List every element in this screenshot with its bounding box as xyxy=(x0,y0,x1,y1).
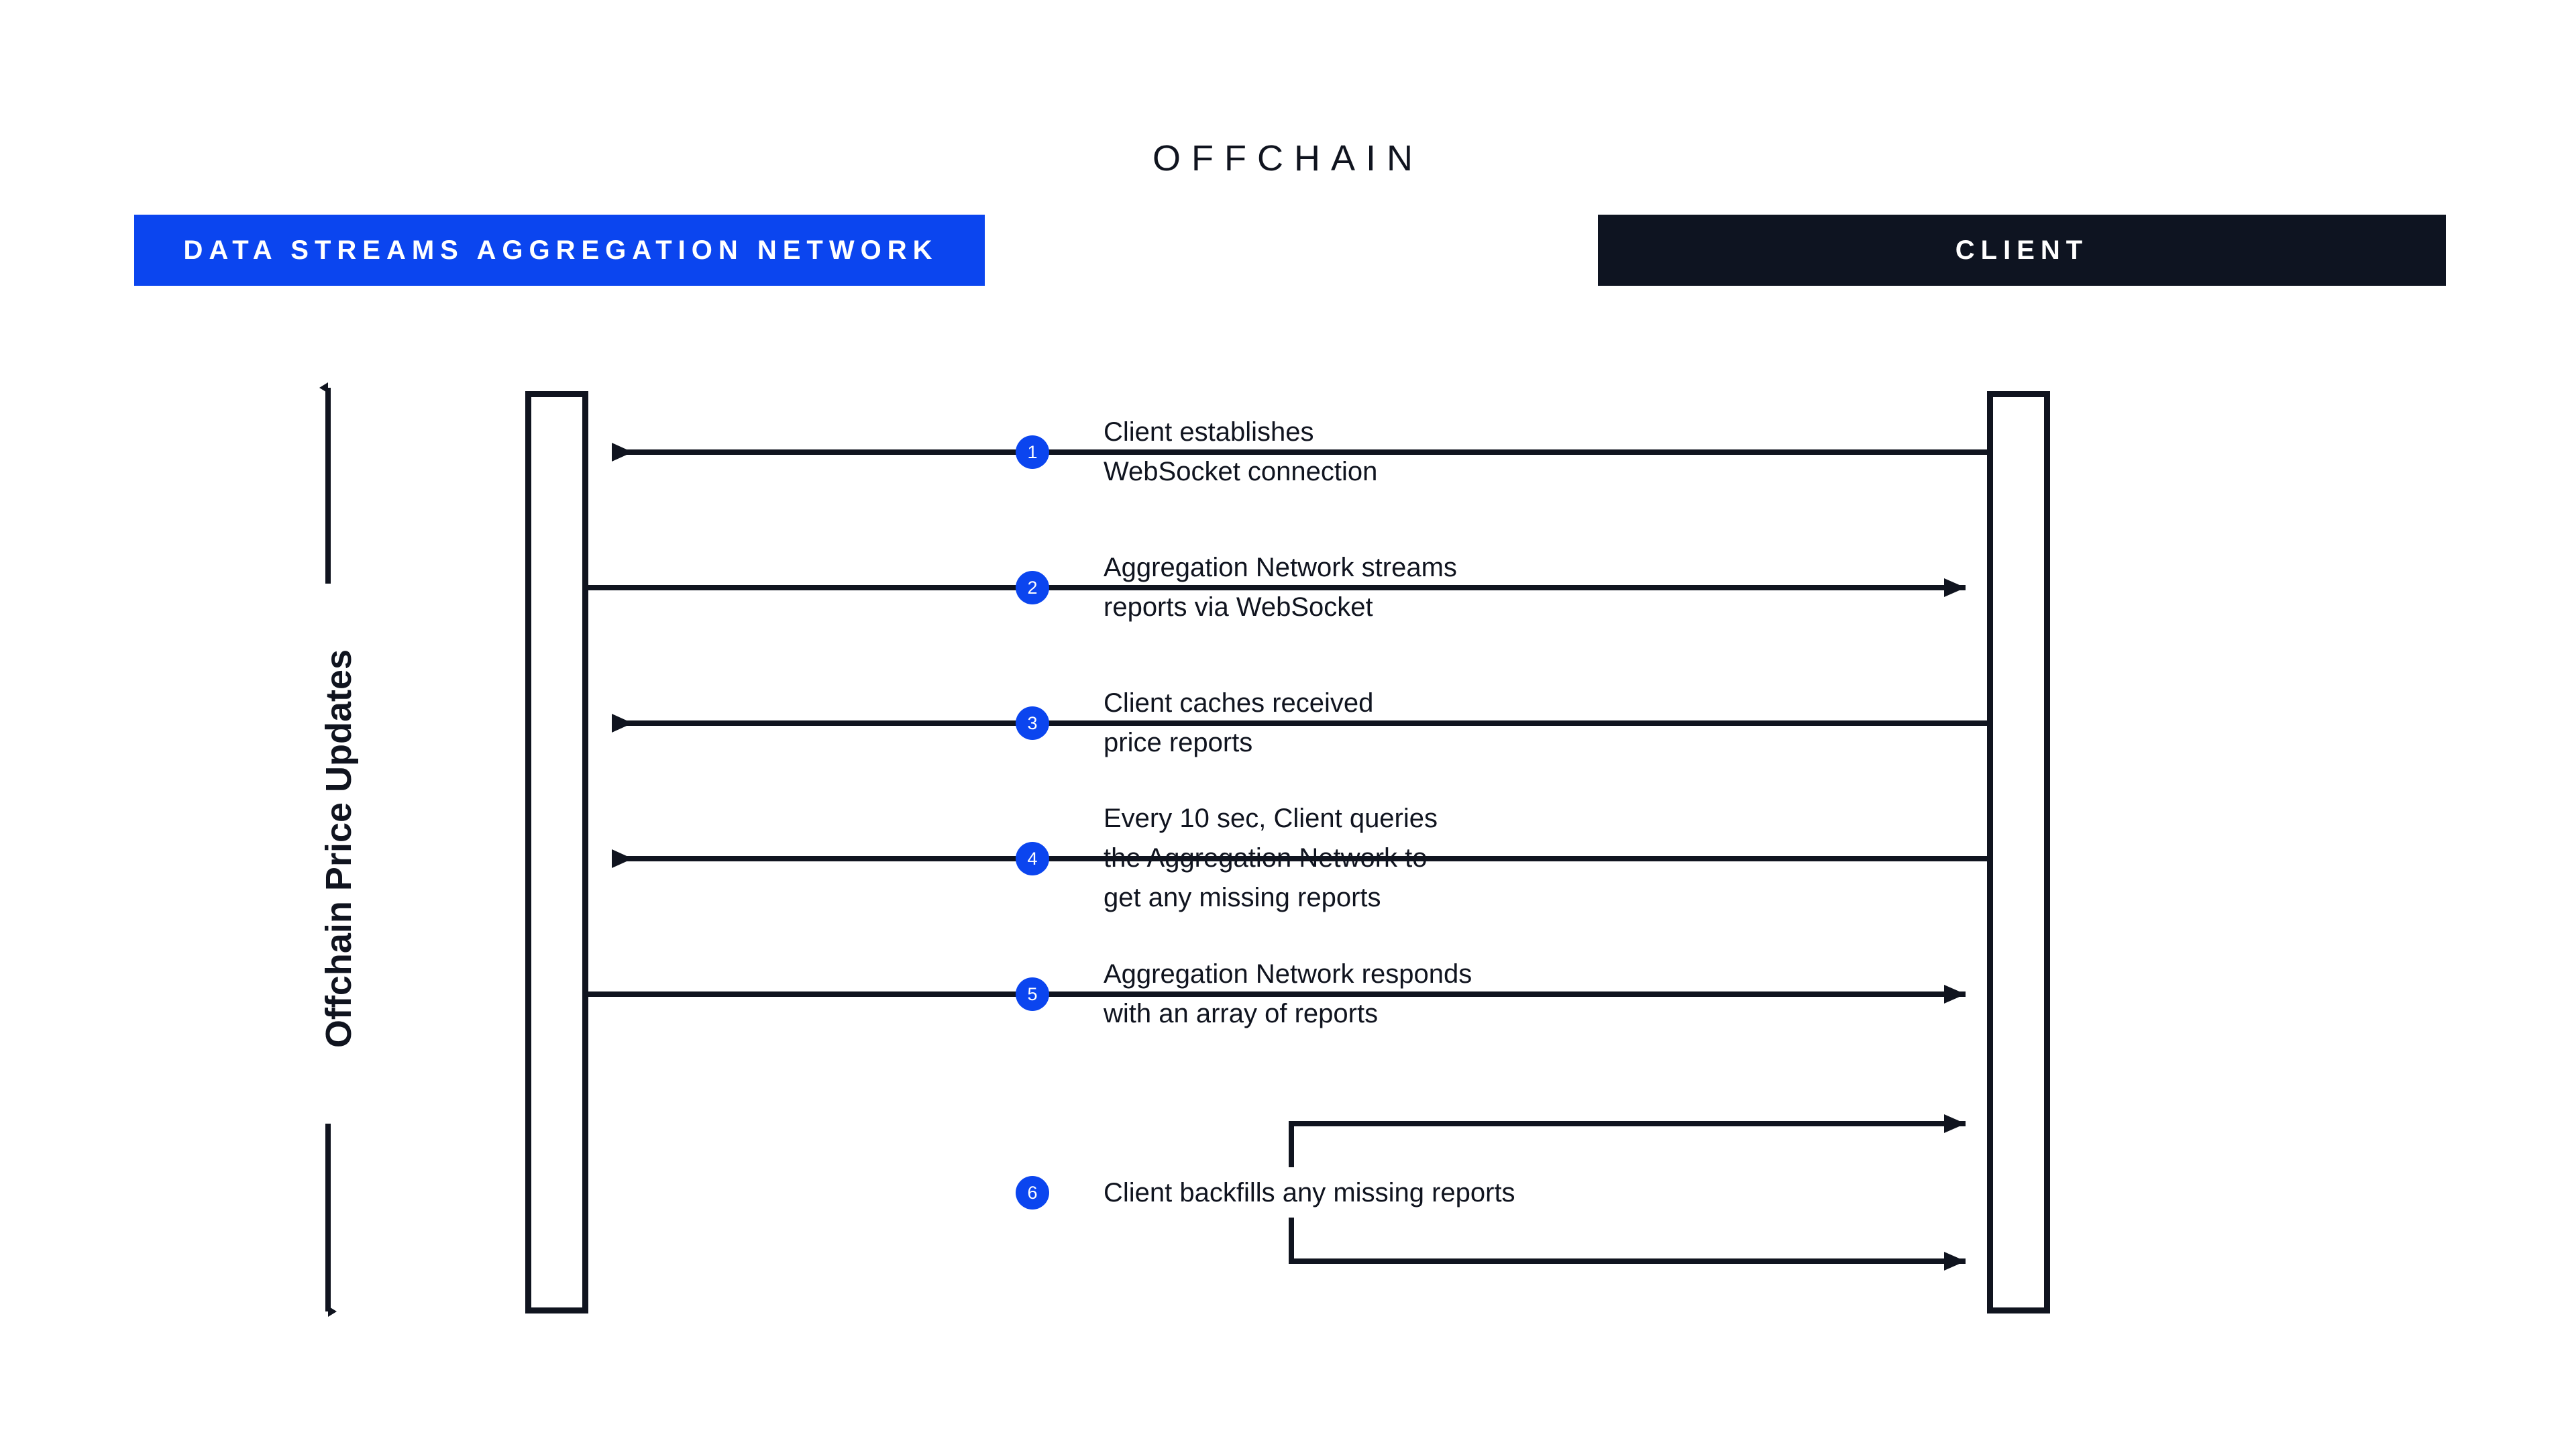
page-title: OFFCHAIN xyxy=(1152,138,1424,178)
actor-label-client: CLIENT xyxy=(1955,235,2089,265)
step-badge-4: 4 xyxy=(1016,842,1049,875)
step-badge-1: 1 xyxy=(1016,435,1049,469)
step-text-1: Client establishes WebSocket connection xyxy=(1104,417,1378,486)
axis-label-offchain-price-updates: Offchain Price Updates xyxy=(319,649,359,1049)
lifeline-aggregation-network xyxy=(525,391,588,1313)
step-badge-5: 5 xyxy=(1016,977,1049,1011)
actor-label-aggregation-network: DATA STREAMS AGGREGATION NETWORK xyxy=(183,235,938,265)
step-text-6: Client backfills any missing reports xyxy=(1104,1178,1515,1208)
offchain-price-updates-axis: Offchain Price Updates xyxy=(262,369,416,1328)
lifeline-client xyxy=(1987,391,2050,1313)
step-badge-6: 6 xyxy=(1016,1176,1049,1210)
axis-double-arrow-icon xyxy=(319,382,337,1317)
step-badge-2: 2 xyxy=(1016,571,1049,604)
step-badge-3: 3 xyxy=(1016,706,1049,740)
step-text-3: Client caches received price reports xyxy=(1104,688,1374,757)
step-text-4: Every 10 sec, Client queries the Aggrega… xyxy=(1104,804,1438,912)
message-arrow-6-lower xyxy=(1289,1218,1966,1271)
step-text-5: Aggregation Network responds with an arr… xyxy=(1104,959,1472,1028)
actor-header-client: CLIENT xyxy=(1598,215,2446,286)
actor-header-aggregation-network: DATA STREAMS AGGREGATION NETWORK xyxy=(134,215,985,286)
step-text-2: Aggregation Network streams reports via … xyxy=(1104,553,1457,622)
message-arrow-6-upper xyxy=(1289,1114,1966,1167)
